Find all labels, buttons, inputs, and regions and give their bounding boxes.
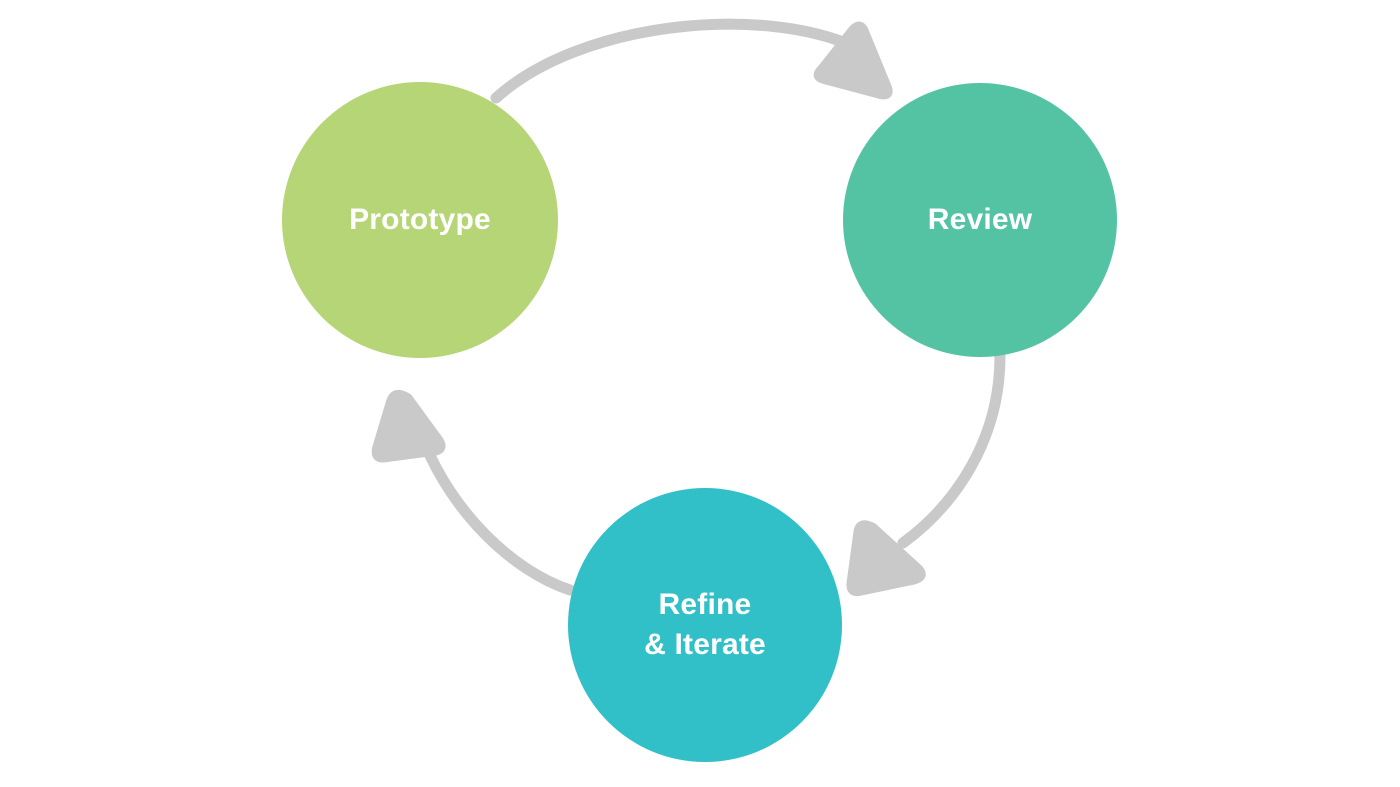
node-circle-review[interactable] bbox=[843, 83, 1117, 357]
arrow-shaft-prototype-to-review bbox=[490, 18, 861, 104]
arrow-shaft-refine-to-prototype bbox=[419, 438, 576, 596]
node-circle-prototype[interactable] bbox=[282, 82, 558, 358]
node-circle-refine-iterate[interactable] bbox=[568, 488, 842, 762]
connector-review-to-refine bbox=[846, 350, 1006, 597]
arrowhead-icon-prototype-to-review bbox=[813, 21, 893, 100]
connector-refine-to-prototype bbox=[371, 389, 576, 596]
connector-prototype-to-review bbox=[490, 18, 893, 104]
arrowhead-icon-refine-to-prototype bbox=[371, 389, 446, 463]
arrow-shaft-review-to-refine bbox=[897, 350, 1006, 549]
arrowhead-icon-review-to-refine bbox=[846, 520, 926, 597]
